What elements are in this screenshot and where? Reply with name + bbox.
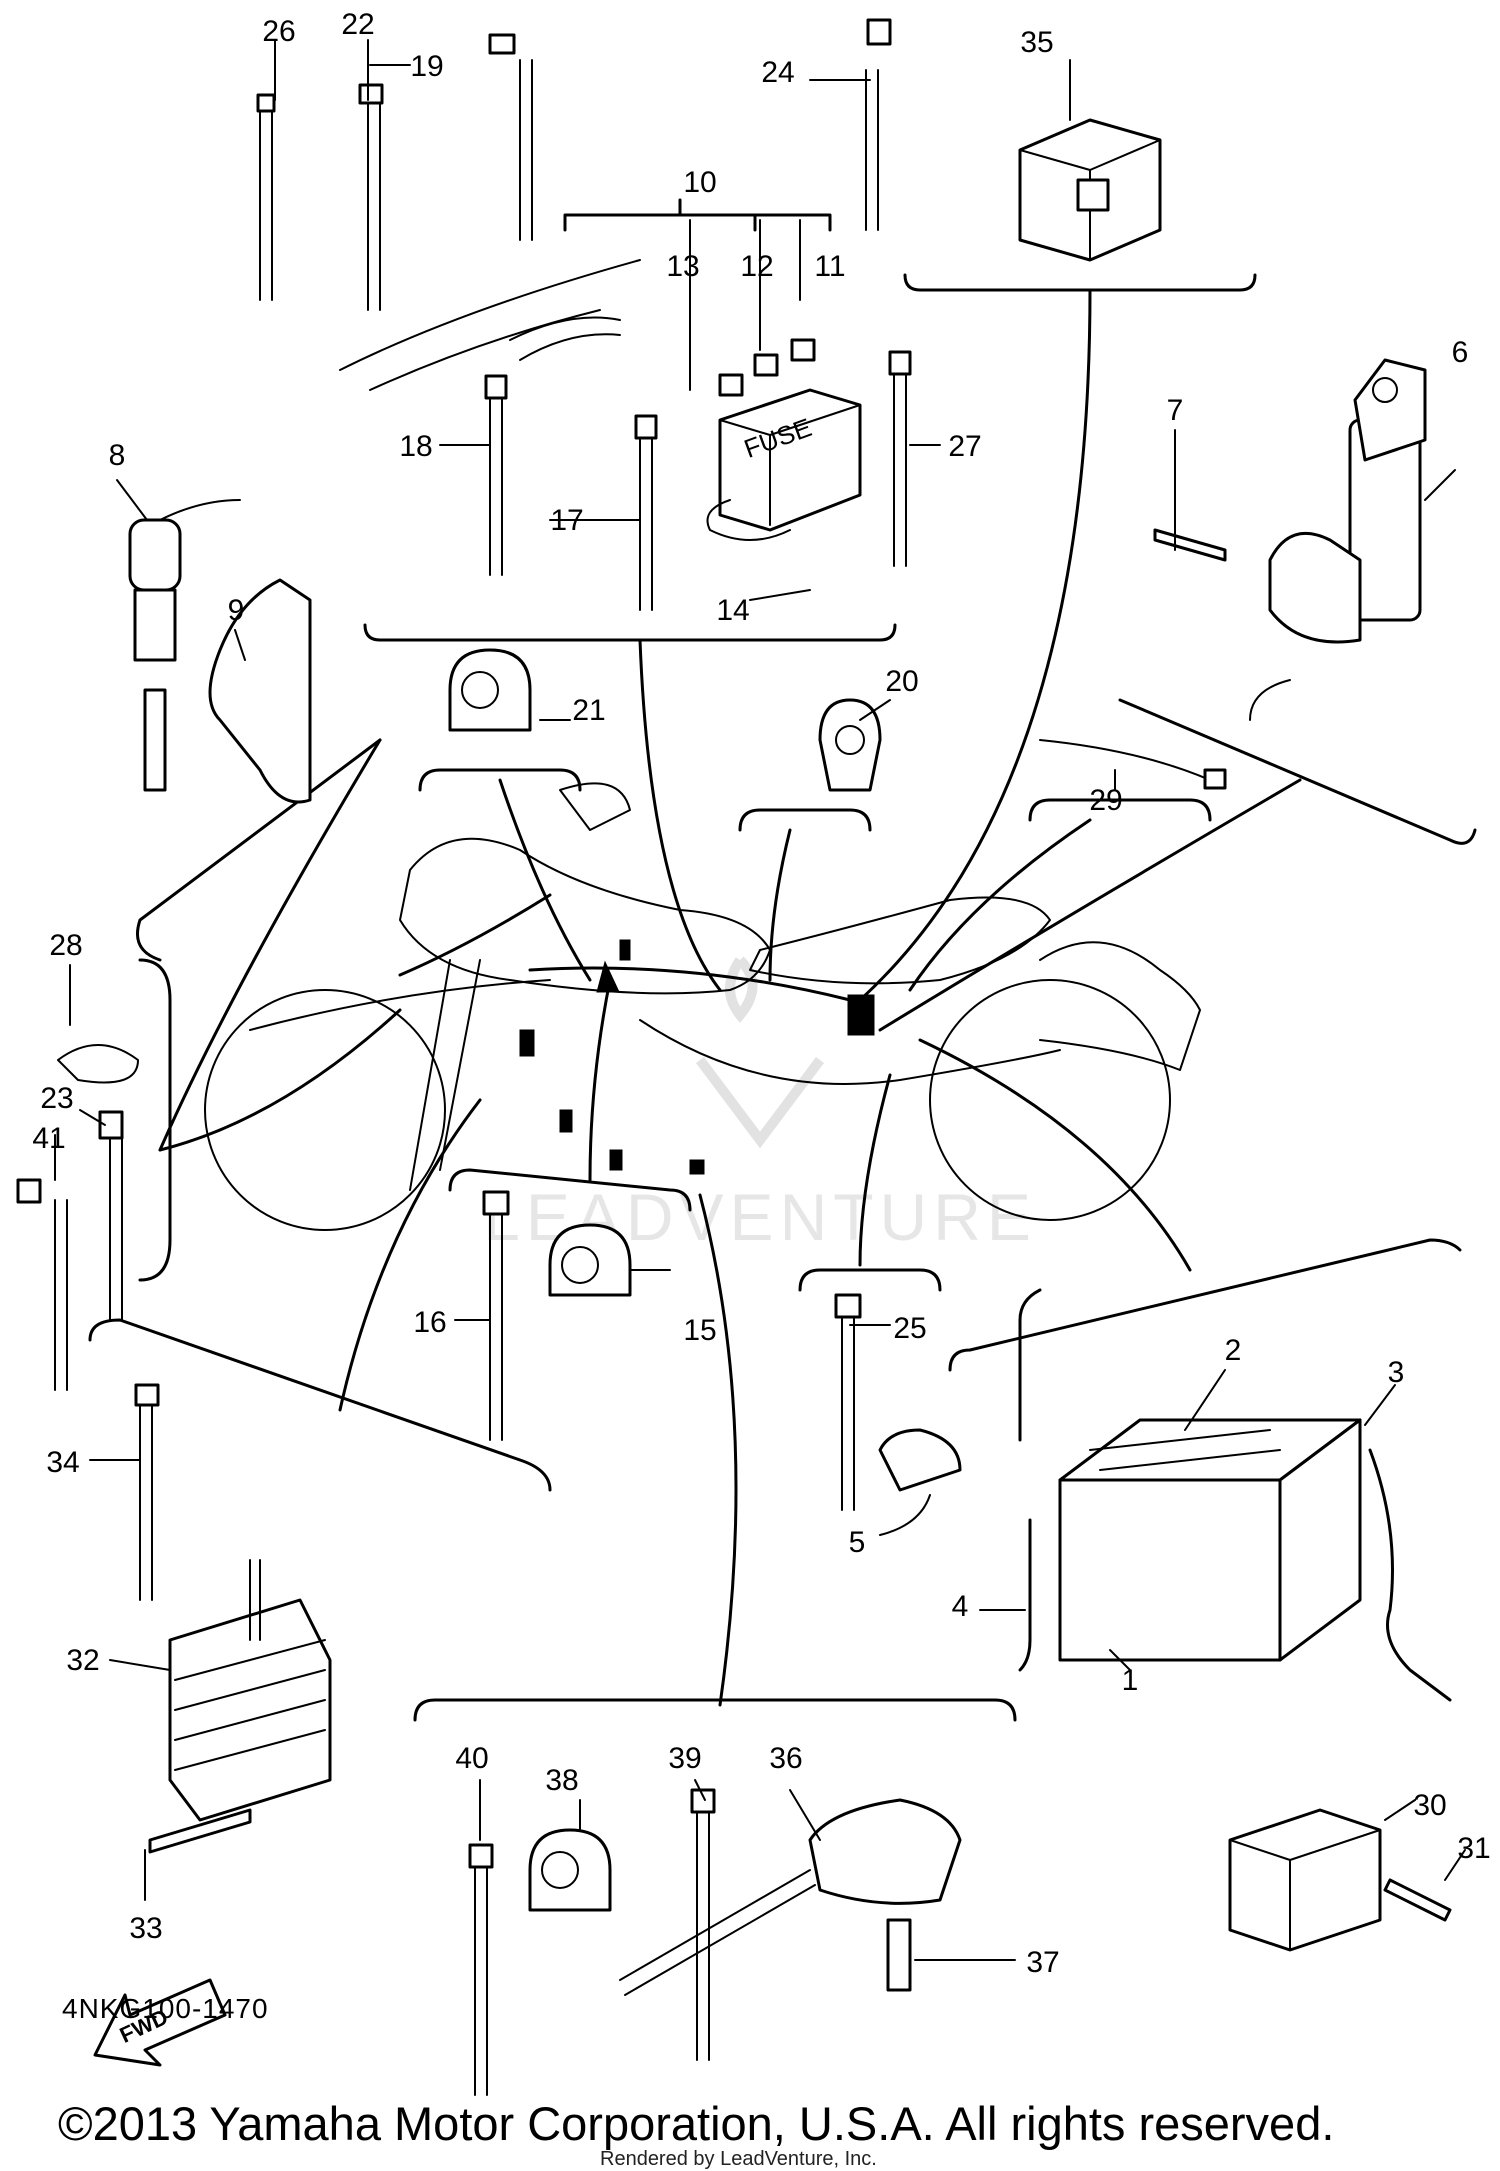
arrow-to-25 (858, 1073, 892, 1267)
neutral-switch-8 (128, 499, 241, 792)
terminal-5 (878, 1428, 962, 1492)
callout-29: 29 (1089, 784, 1122, 817)
arrow-to-32 (338, 1098, 482, 1412)
arrow-to-21 (498, 778, 592, 982)
callout-30: 30 (1413, 1789, 1446, 1822)
callout-3: 3 (1388, 1356, 1405, 1389)
bracket-9 (208, 578, 312, 804)
callout-22: 22 (341, 8, 374, 41)
callout-11: 11 (814, 250, 845, 283)
callout-7: 7 (1167, 394, 1184, 427)
bolt-37 (886, 1918, 912, 1992)
callout-31: 31 (1457, 1832, 1490, 1865)
callout-17: 17 (550, 504, 583, 537)
arrow-to-fuse-group (638, 638, 722, 992)
callout-1: 1 (1122, 1664, 1139, 1697)
arrow-to-35 (858, 288, 1092, 1002)
callout-38: 38 (545, 1764, 578, 1797)
callout-37: 37 (1026, 1946, 1059, 1979)
callout-40: 40 (455, 1742, 488, 1775)
bike-connectors (519, 939, 875, 1175)
callout-18: 18 (399, 430, 432, 463)
callout-leaders (54, 39, 1466, 1961)
arrow-head-16 (596, 960, 620, 993)
callout-39: 39 (668, 1742, 701, 1775)
callout-23: 23 (40, 1082, 73, 1115)
battery-1 (1058, 1418, 1362, 1662)
callout-14: 14 (716, 594, 749, 627)
callout-15: 15 (683, 1314, 716, 1347)
callout-9: 9 (228, 594, 245, 627)
fuse-box-assembly: FUSE (339, 259, 862, 541)
callout-4: 4 (952, 1590, 969, 1623)
rendered-by-notice: Rendered by LeadVenture, Inc. (600, 2148, 877, 2170)
callout-5: 5 (849, 1526, 866, 1559)
main-harness (398, 893, 552, 977)
arrow-to-6 (878, 778, 1302, 1032)
callout-2: 2 (1225, 1334, 1242, 1367)
callout-35: 35 (1020, 26, 1053, 59)
diagram-code: 4NKG100-1470 (62, 1993, 269, 2024)
arrow-to-36 (698, 1193, 738, 1707)
bolt-33 (148, 1808, 252, 1854)
bolt-31 (1383, 1878, 1452, 1922)
callout-21: 21 (572, 694, 605, 727)
harness-center (528, 966, 852, 1002)
leadventure-watermark: LEADVENTURE (483, 956, 1031, 1254)
callout-27: 27 (948, 430, 981, 463)
callout-13: 13 (666, 250, 699, 283)
callout-36: 36 (769, 1742, 802, 1775)
main-switch-6 (1249, 358, 1427, 721)
battery-cable-3 (1368, 1448, 1452, 1702)
callout-6: 6 (1452, 336, 1469, 369)
copyright-notice: ©2013 Yamaha Motor Corporation, U.S.A. A… (58, 2097, 1335, 2150)
callout-12: 12 (740, 250, 773, 283)
callout-24: 24 (761, 56, 794, 89)
sensor-36 (619, 1798, 962, 1996)
callout-28: 28 (49, 929, 82, 962)
fwd-arrow-icon: FWD (93, 1978, 227, 2067)
callout-41: 41 (32, 1122, 65, 1155)
callout-10: 10 (683, 166, 716, 199)
cable-ties (16, 18, 1227, 2096)
callout-8: 8 (109, 439, 126, 472)
callout-34: 34 (46, 1446, 79, 1479)
callout-20: 20 (885, 665, 918, 698)
harness-clamps (448, 648, 882, 1912)
group-braces (88, 198, 1477, 1722)
callout-19: 19 (410, 50, 443, 83)
callout-33: 33 (129, 1912, 162, 1945)
callout-numbers: 1 2 3 4 5 6 7 8 9 10 11 12 13 14 15 16 1… (32, 8, 1490, 1979)
rectifier-regulator-32 (168, 1559, 332, 1822)
callout-16: 16 (413, 1306, 446, 1339)
callout-26b: 26 (262, 15, 295, 48)
callout-32: 32 (66, 1644, 99, 1677)
relay-35 (1018, 118, 1162, 262)
arrow-to-20 (768, 828, 792, 982)
arrow-to-1 (918, 1038, 1192, 1272)
arrow-to-16 (588, 978, 612, 1182)
arrow-to-28 (158, 1008, 402, 1152)
battery-cable-4 (1018, 1288, 1042, 1672)
arrow-to-29 (908, 818, 1092, 992)
screw-7 (1153, 528, 1227, 562)
callout-25: 25 (893, 1312, 926, 1345)
arrow-to-8 (158, 738, 382, 1152)
relay-30 (1228, 1808, 1382, 1952)
